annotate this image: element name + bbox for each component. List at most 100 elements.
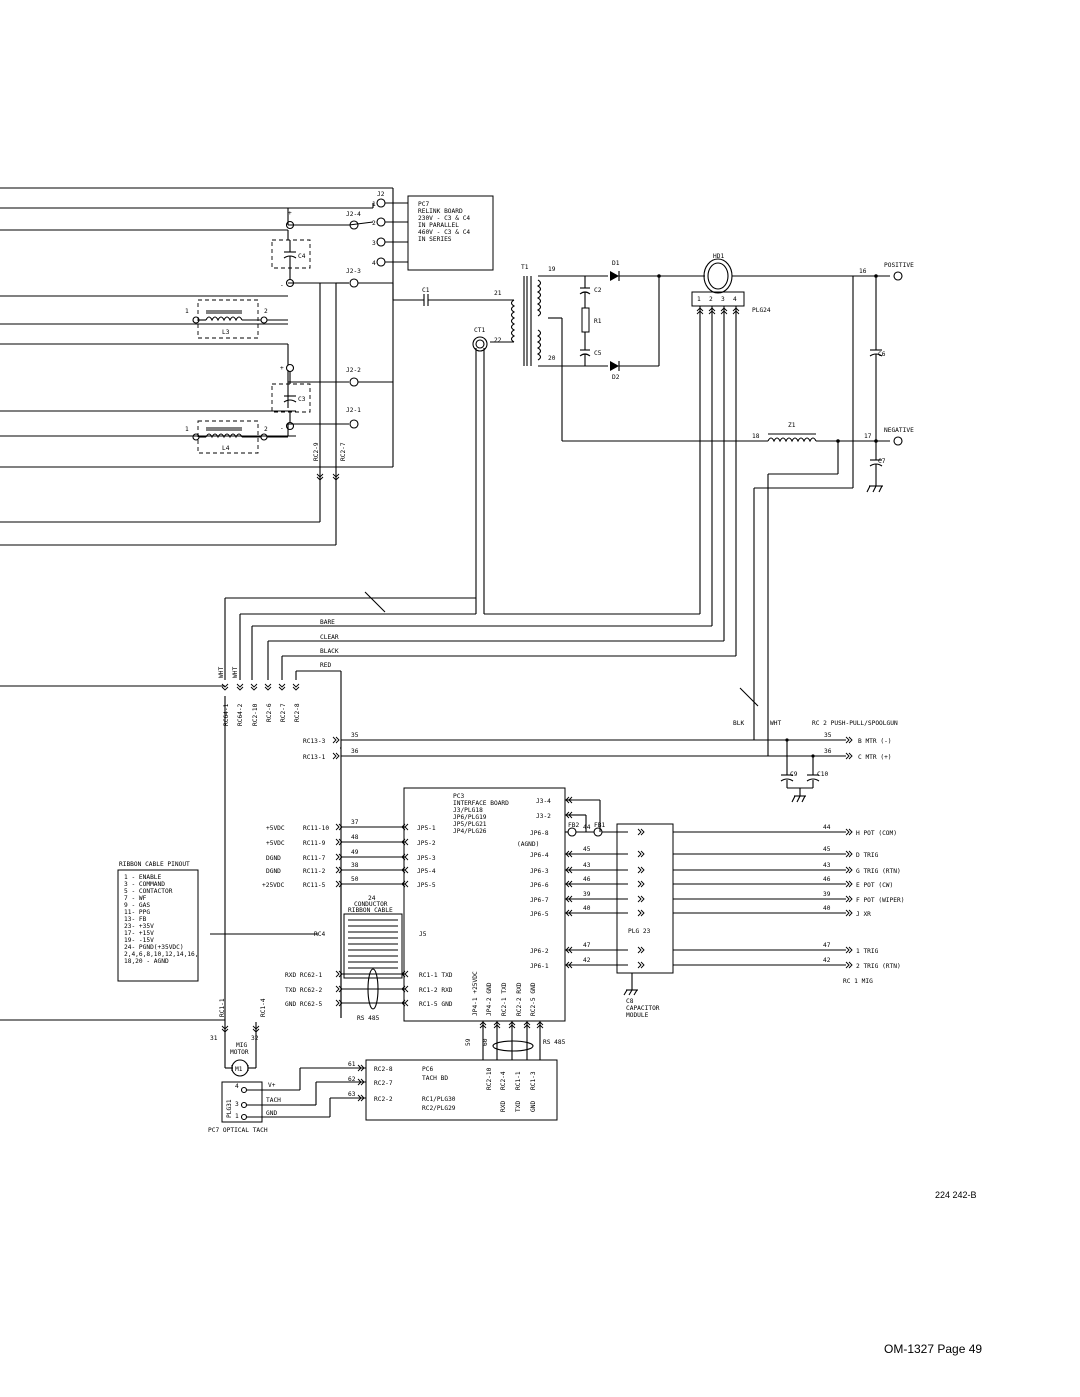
n19-label: 19 bbox=[548, 266, 556, 273]
rs485-right-row: RC1-5 GND bbox=[419, 1001, 453, 1008]
left-row-jp: JP5-2 bbox=[417, 840, 436, 847]
rc2-9-label: RC2-9 bbox=[313, 442, 320, 461]
right-row-num: 45 bbox=[583, 846, 591, 853]
pinout-row: 11- PPG bbox=[124, 909, 150, 916]
plg31-pin: 1 bbox=[235, 1113, 239, 1120]
c5-label: C5 bbox=[594, 350, 602, 357]
n31-label: 31 bbox=[210, 1035, 218, 1042]
trigger-num: 46 bbox=[823, 876, 831, 883]
j2-1-label: J2-1 bbox=[346, 407, 361, 414]
j2-pin-1: 1 bbox=[372, 201, 376, 208]
relink-labels: J2 1 2 3 4 PC7 RELINK BOARD 230V - C3 & … bbox=[185, 191, 470, 461]
trigger-label: J XR bbox=[856, 911, 871, 918]
pc6-bottom-label: GND bbox=[530, 1101, 537, 1112]
trigger-label: E POT (CW) bbox=[856, 882, 893, 889]
tach-label: TACH bbox=[266, 1097, 281, 1104]
fb2-label: FB2 bbox=[568, 822, 579, 829]
n36-label: 36 bbox=[351, 748, 359, 755]
cable-pin: RC2-6 bbox=[266, 703, 273, 722]
left-row-num: 38 bbox=[351, 862, 359, 869]
pinout-row: 17- +15V bbox=[124, 930, 154, 937]
left-row-jp: JP5-4 bbox=[417, 868, 436, 875]
left-row-rc: RC11-5 bbox=[303, 882, 326, 889]
left-row-jp: JP5-3 bbox=[417, 855, 436, 862]
rs485-left-row: TXD RC62-2 bbox=[285, 987, 323, 994]
bottom-pin: RC2-5 GND bbox=[530, 982, 537, 1016]
motor-drive-lines bbox=[332, 687, 853, 803]
trigger-label: F POT (WIPER) bbox=[856, 897, 904, 904]
pc3-labels: PC3 INTERFACE BOARD J3/PLG18 JP6/PLG19 J… bbox=[262, 793, 605, 1022]
r1-label: R1 bbox=[594, 318, 602, 325]
z1-label: Z1 bbox=[788, 422, 796, 429]
n20-label: 20 bbox=[548, 355, 556, 362]
trigger-num: 42 bbox=[823, 957, 831, 964]
rc13-1-label: RC13-1 bbox=[303, 754, 326, 761]
d1-label: D1 bbox=[612, 260, 620, 267]
cable-pin: RC64-2 bbox=[237, 703, 244, 726]
left-row-jp: JP5-5 bbox=[417, 882, 436, 889]
plg24-pin: 4 bbox=[733, 296, 737, 303]
j2-3-label: J2-3 bbox=[346, 268, 361, 275]
cable-color-black: BLACK bbox=[320, 648, 339, 655]
plg24-pin: 3 bbox=[721, 296, 725, 303]
j2-2-label: J2-2 bbox=[346, 367, 361, 374]
pc6-line: PC6 bbox=[422, 1066, 433, 1073]
rs485-left-row: GND RC62-5 bbox=[285, 1001, 323, 1008]
fb1-label: FB1 bbox=[594, 822, 605, 829]
pc6-rc: RC2-2 bbox=[374, 1096, 393, 1103]
n18-label: 18 bbox=[752, 433, 760, 440]
pinout-title: RIBBON CABLE PINOUT bbox=[119, 861, 190, 868]
left-row-label: DGND bbox=[266, 868, 281, 875]
n16-label: 16 bbox=[859, 268, 867, 275]
pc6-rc: RC2-8 bbox=[374, 1066, 393, 1073]
rc1-1-label: RC1-1 bbox=[219, 998, 226, 1017]
c-mtr-label: C MTR (+) bbox=[858, 754, 892, 761]
ribbon-cable bbox=[343, 913, 403, 979]
transformer-labels: C1 21 22 CT1 T1 19 20 C2 R1 C5 D1 D2 HD1… bbox=[422, 253, 914, 465]
n21-label: 21 bbox=[494, 290, 502, 297]
wht-label: WHT bbox=[232, 667, 239, 678]
c1-label: C1 bbox=[422, 287, 430, 294]
pc6-line: RC2/PLG29 bbox=[422, 1105, 456, 1112]
minus-sign: - bbox=[280, 282, 284, 289]
relink-line: IN PARALLEL bbox=[418, 222, 459, 229]
rs485-right-row: RC1-1 TXD bbox=[419, 972, 453, 979]
right-row-num: 46 bbox=[583, 876, 591, 883]
n35-right: 35 bbox=[824, 732, 832, 739]
relink-line: RELINK BOARD bbox=[418, 208, 463, 215]
cable-labels: BARE CLEAR BLACK RED WHT WHT RC64-1 RC64… bbox=[218, 619, 339, 726]
bottom-pin: JP4-1 +25VDC bbox=[472, 971, 479, 1016]
c3-capacitor-box bbox=[271, 383, 311, 413]
right-row-num: 40 bbox=[583, 905, 591, 912]
cable-color-red: RED bbox=[320, 662, 331, 669]
pc7-label: PC7 OPTICAL TACH bbox=[208, 1127, 268, 1134]
right-row-num: 44 bbox=[583, 824, 591, 831]
relink-line: 460V - C3 & C4 bbox=[418, 229, 470, 236]
trigger-label: D TRIG bbox=[856, 852, 879, 859]
b-mtr-label: B MTR (-) bbox=[858, 738, 892, 745]
positive-label: POSITIVE bbox=[884, 262, 914, 269]
c3-label: C3 bbox=[298, 396, 306, 403]
l4-inductor-box bbox=[197, 420, 259, 454]
c8-label: MODULE bbox=[626, 1012, 649, 1019]
trigger-labels: PLG 23 44 H POT (COM) 45 D TRIG 43 G TRI… bbox=[626, 824, 904, 1019]
plg31-pin: 4 bbox=[235, 1083, 239, 1090]
motor-drive-labels: RC13-3 RC13-1 35 36 BLK WHT RC 2 PUSH-PU… bbox=[303, 720, 898, 778]
trigger-num: 47 bbox=[823, 942, 831, 949]
rc1-mig-label: RC 1 MIG bbox=[843, 978, 873, 985]
agnd-label: (AGND) bbox=[517, 841, 539, 848]
n32-label: 32 bbox=[251, 1035, 259, 1042]
j2-4-label: J2-4 bbox=[346, 211, 361, 218]
blk-label: BLK bbox=[733, 720, 744, 727]
rc4-label: RC4 bbox=[314, 931, 325, 938]
left-row-label: +5VDC bbox=[266, 825, 285, 832]
negative-label: NEGATIVE bbox=[884, 427, 914, 434]
j2-pin-2: 2 bbox=[372, 220, 376, 227]
relink-board-box bbox=[407, 195, 494, 271]
l3-label: L3 bbox=[222, 329, 230, 336]
n22-label: 22 bbox=[494, 337, 502, 344]
motor-labels: RC1-1 RC1-4 31 32 MIG MOTOR M1 PLG31 4 3… bbox=[208, 998, 281, 1134]
power-input-section bbox=[0, 187, 494, 546]
plg23-connector bbox=[616, 823, 853, 996]
pc6-rc: RC2-7 bbox=[374, 1080, 393, 1087]
